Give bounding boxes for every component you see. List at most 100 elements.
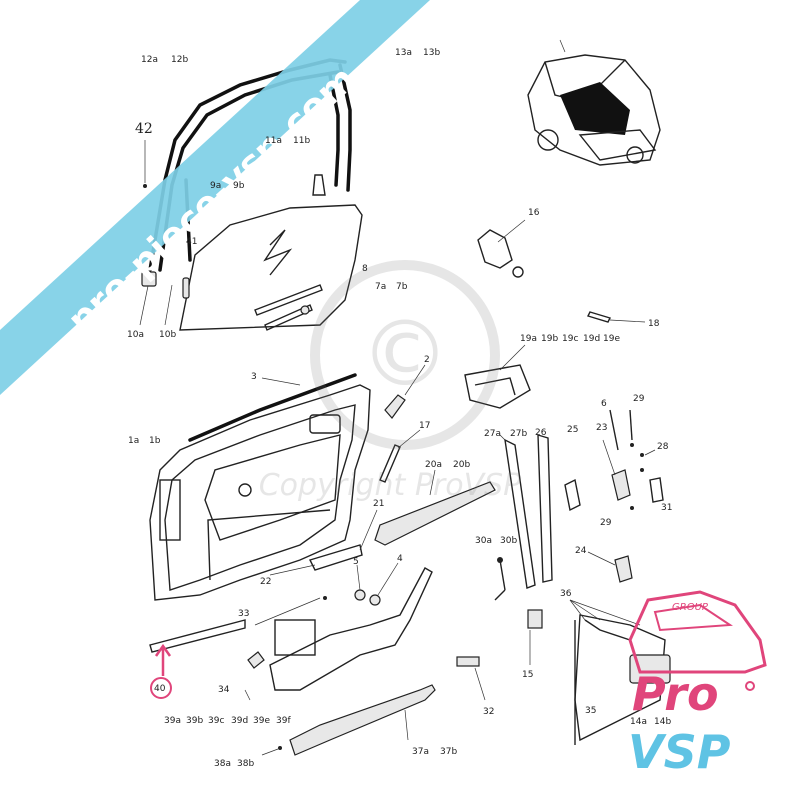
label-20a: 20a bbox=[425, 460, 442, 470]
highlight-40: 40 bbox=[150, 643, 172, 699]
label-4: 4 bbox=[397, 554, 403, 564]
label-42: 42 bbox=[135, 121, 153, 137]
label-39d: 39d bbox=[231, 716, 248, 726]
handle-2 bbox=[384, 364, 426, 419]
label-12b: 12b bbox=[171, 55, 188, 65]
label-30a: 30a bbox=[475, 536, 492, 546]
rail-26 bbox=[537, 434, 553, 583]
window-strip-8 bbox=[254, 284, 323, 316]
url-watermark-text: pro-piece-vsp.com bbox=[60, 59, 364, 342]
part-10 bbox=[139, 271, 173, 326]
label-28: 28 bbox=[657, 442, 669, 452]
part-41 bbox=[182, 277, 190, 299]
label-19e: 19e bbox=[603, 334, 620, 344]
label-14a: 14a bbox=[630, 717, 647, 727]
label-11a: 11a bbox=[265, 136, 282, 146]
switch-32 bbox=[456, 656, 486, 701]
part-17 bbox=[379, 429, 421, 483]
logo-vsp-text: VSP bbox=[628, 725, 731, 779]
lock-23 bbox=[602, 439, 631, 501]
motor-14 bbox=[629, 654, 671, 701]
label-37a: 37a bbox=[412, 747, 429, 757]
label-40: 40 bbox=[154, 684, 166, 694]
label-2: 2 bbox=[424, 355, 430, 365]
label-13a: 13a bbox=[395, 48, 412, 58]
copyright-watermark: © Copyright ProVSP bbox=[259, 260, 522, 503]
trim-strip-20 bbox=[374, 469, 496, 546]
bracket-16 bbox=[477, 219, 526, 278]
door-seal-3 bbox=[188, 373, 357, 442]
clip-31 bbox=[649, 477, 664, 503]
label-3: 3 bbox=[251, 372, 257, 382]
logo-pro-text: Pro bbox=[632, 667, 719, 721]
label-39c: 39c bbox=[208, 716, 224, 726]
label-18: 18 bbox=[648, 319, 660, 329]
label-7a: 7a bbox=[375, 282, 386, 292]
clip-4 bbox=[369, 562, 399, 606]
window-glass-9 bbox=[179, 204, 363, 331]
screw-38 bbox=[261, 746, 282, 756]
label-33: 33 bbox=[238, 609, 249, 619]
label-1a: 1a bbox=[128, 436, 139, 446]
label-34: 34 bbox=[218, 685, 230, 695]
label-32: 32 bbox=[483, 707, 494, 717]
clip-5 bbox=[354, 564, 366, 601]
screw-42 bbox=[143, 140, 147, 188]
label-7b: 7b bbox=[396, 282, 408, 292]
label-6: 6 bbox=[601, 399, 607, 409]
label-10b: 10b bbox=[159, 330, 176, 340]
label-14b: 14b bbox=[654, 717, 671, 727]
label-15: 15 bbox=[522, 670, 533, 680]
label-11b: 11b bbox=[293, 136, 310, 146]
window-seal-13 bbox=[328, 63, 352, 192]
label-27a: 27a bbox=[484, 429, 501, 439]
label-25: 25 bbox=[567, 425, 578, 435]
label-39f: 39f bbox=[276, 716, 291, 726]
label-36: 36 bbox=[560, 589, 572, 599]
logo-group-text: GROUP bbox=[672, 602, 709, 613]
label-19a: 19a bbox=[520, 334, 537, 344]
label-19d: 19d bbox=[583, 334, 600, 344]
seal-strip-40 bbox=[149, 619, 246, 653]
label-20b: 20b bbox=[453, 460, 470, 470]
label-22: 22 bbox=[260, 577, 271, 587]
window-strip-7 bbox=[264, 304, 313, 331]
label-39a: 39a bbox=[164, 716, 181, 726]
rod-6 bbox=[609, 409, 656, 510]
label-41: 41 bbox=[186, 237, 197, 247]
label-37b: 37b bbox=[440, 747, 457, 757]
label-38a: 38a bbox=[214, 759, 231, 769]
label-9a: 9a bbox=[210, 181, 221, 191]
label-8: 8 bbox=[362, 264, 368, 274]
door-shell-1 bbox=[149, 384, 371, 601]
car-thumbnail bbox=[527, 39, 661, 166]
copyright-symbol: © bbox=[360, 302, 450, 407]
label-26: 26 bbox=[535, 428, 547, 438]
pin-18 bbox=[587, 311, 646, 323]
part-24 bbox=[587, 551, 633, 583]
label-38b: 38b bbox=[237, 759, 254, 769]
label-35: 35 bbox=[585, 706, 596, 716]
label-12a: 12a bbox=[141, 55, 158, 65]
label-13b: 13b bbox=[423, 48, 440, 58]
label-19b: 19b bbox=[541, 334, 558, 344]
label-39e: 39e bbox=[253, 716, 270, 726]
label-31: 31 bbox=[661, 503, 672, 513]
label-10a: 10a bbox=[127, 330, 144, 340]
part-21-22 bbox=[269, 509, 378, 576]
plate-25 bbox=[564, 478, 581, 512]
label-24: 24 bbox=[575, 546, 587, 556]
label-30b: 30b bbox=[500, 536, 517, 546]
label-16: 16 bbox=[528, 208, 540, 218]
label-29-bottom: 29 bbox=[600, 518, 612, 528]
rail-27 bbox=[499, 434, 536, 589]
armrest-37 bbox=[289, 684, 436, 756]
label-19c: 19c bbox=[562, 334, 578, 344]
label-17: 17 bbox=[419, 421, 430, 431]
label-9b: 9b bbox=[233, 181, 245, 191]
clip-34 bbox=[247, 651, 265, 669]
panel-19 bbox=[464, 344, 531, 409]
provsp-logo: GROUP Pro VSP bbox=[628, 590, 767, 779]
part-labels: 42 12a 12b 13a 13b 11a 11b 9a 9b 41 8 7a… bbox=[127, 48, 672, 769]
